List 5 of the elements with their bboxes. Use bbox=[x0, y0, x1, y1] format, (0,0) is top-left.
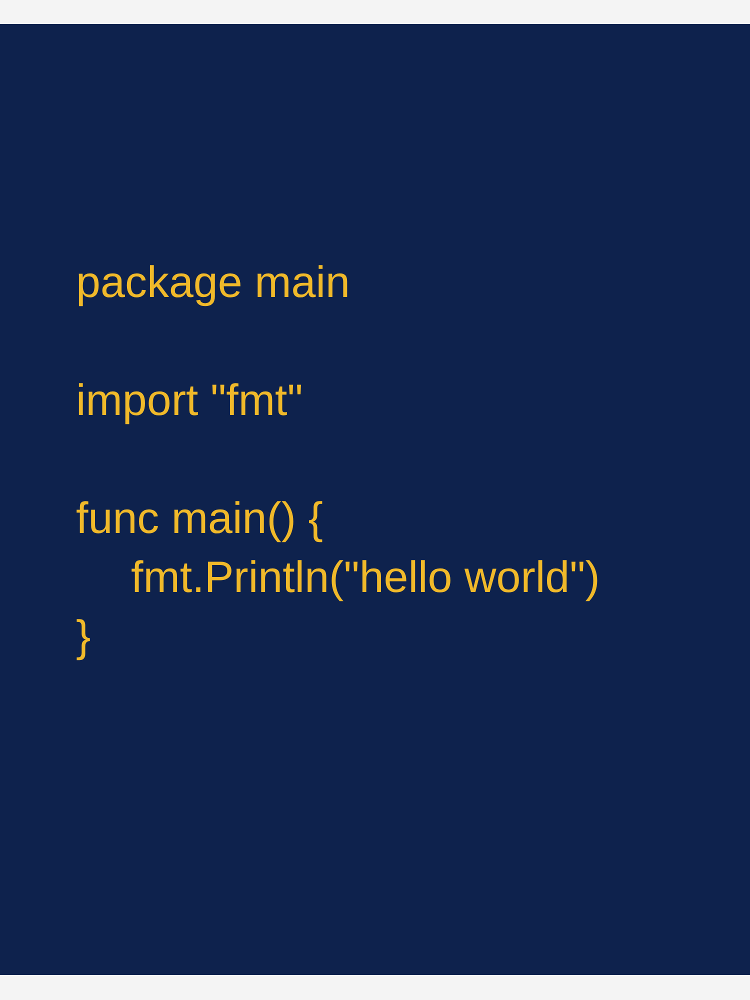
code-line: import "fmt" bbox=[76, 379, 303, 423]
code-line: package main bbox=[76, 261, 350, 305]
code-line: } bbox=[76, 615, 91, 659]
code-line: fmt.Println("hello world") bbox=[131, 556, 600, 600]
code-line: func main() { bbox=[76, 497, 323, 541]
